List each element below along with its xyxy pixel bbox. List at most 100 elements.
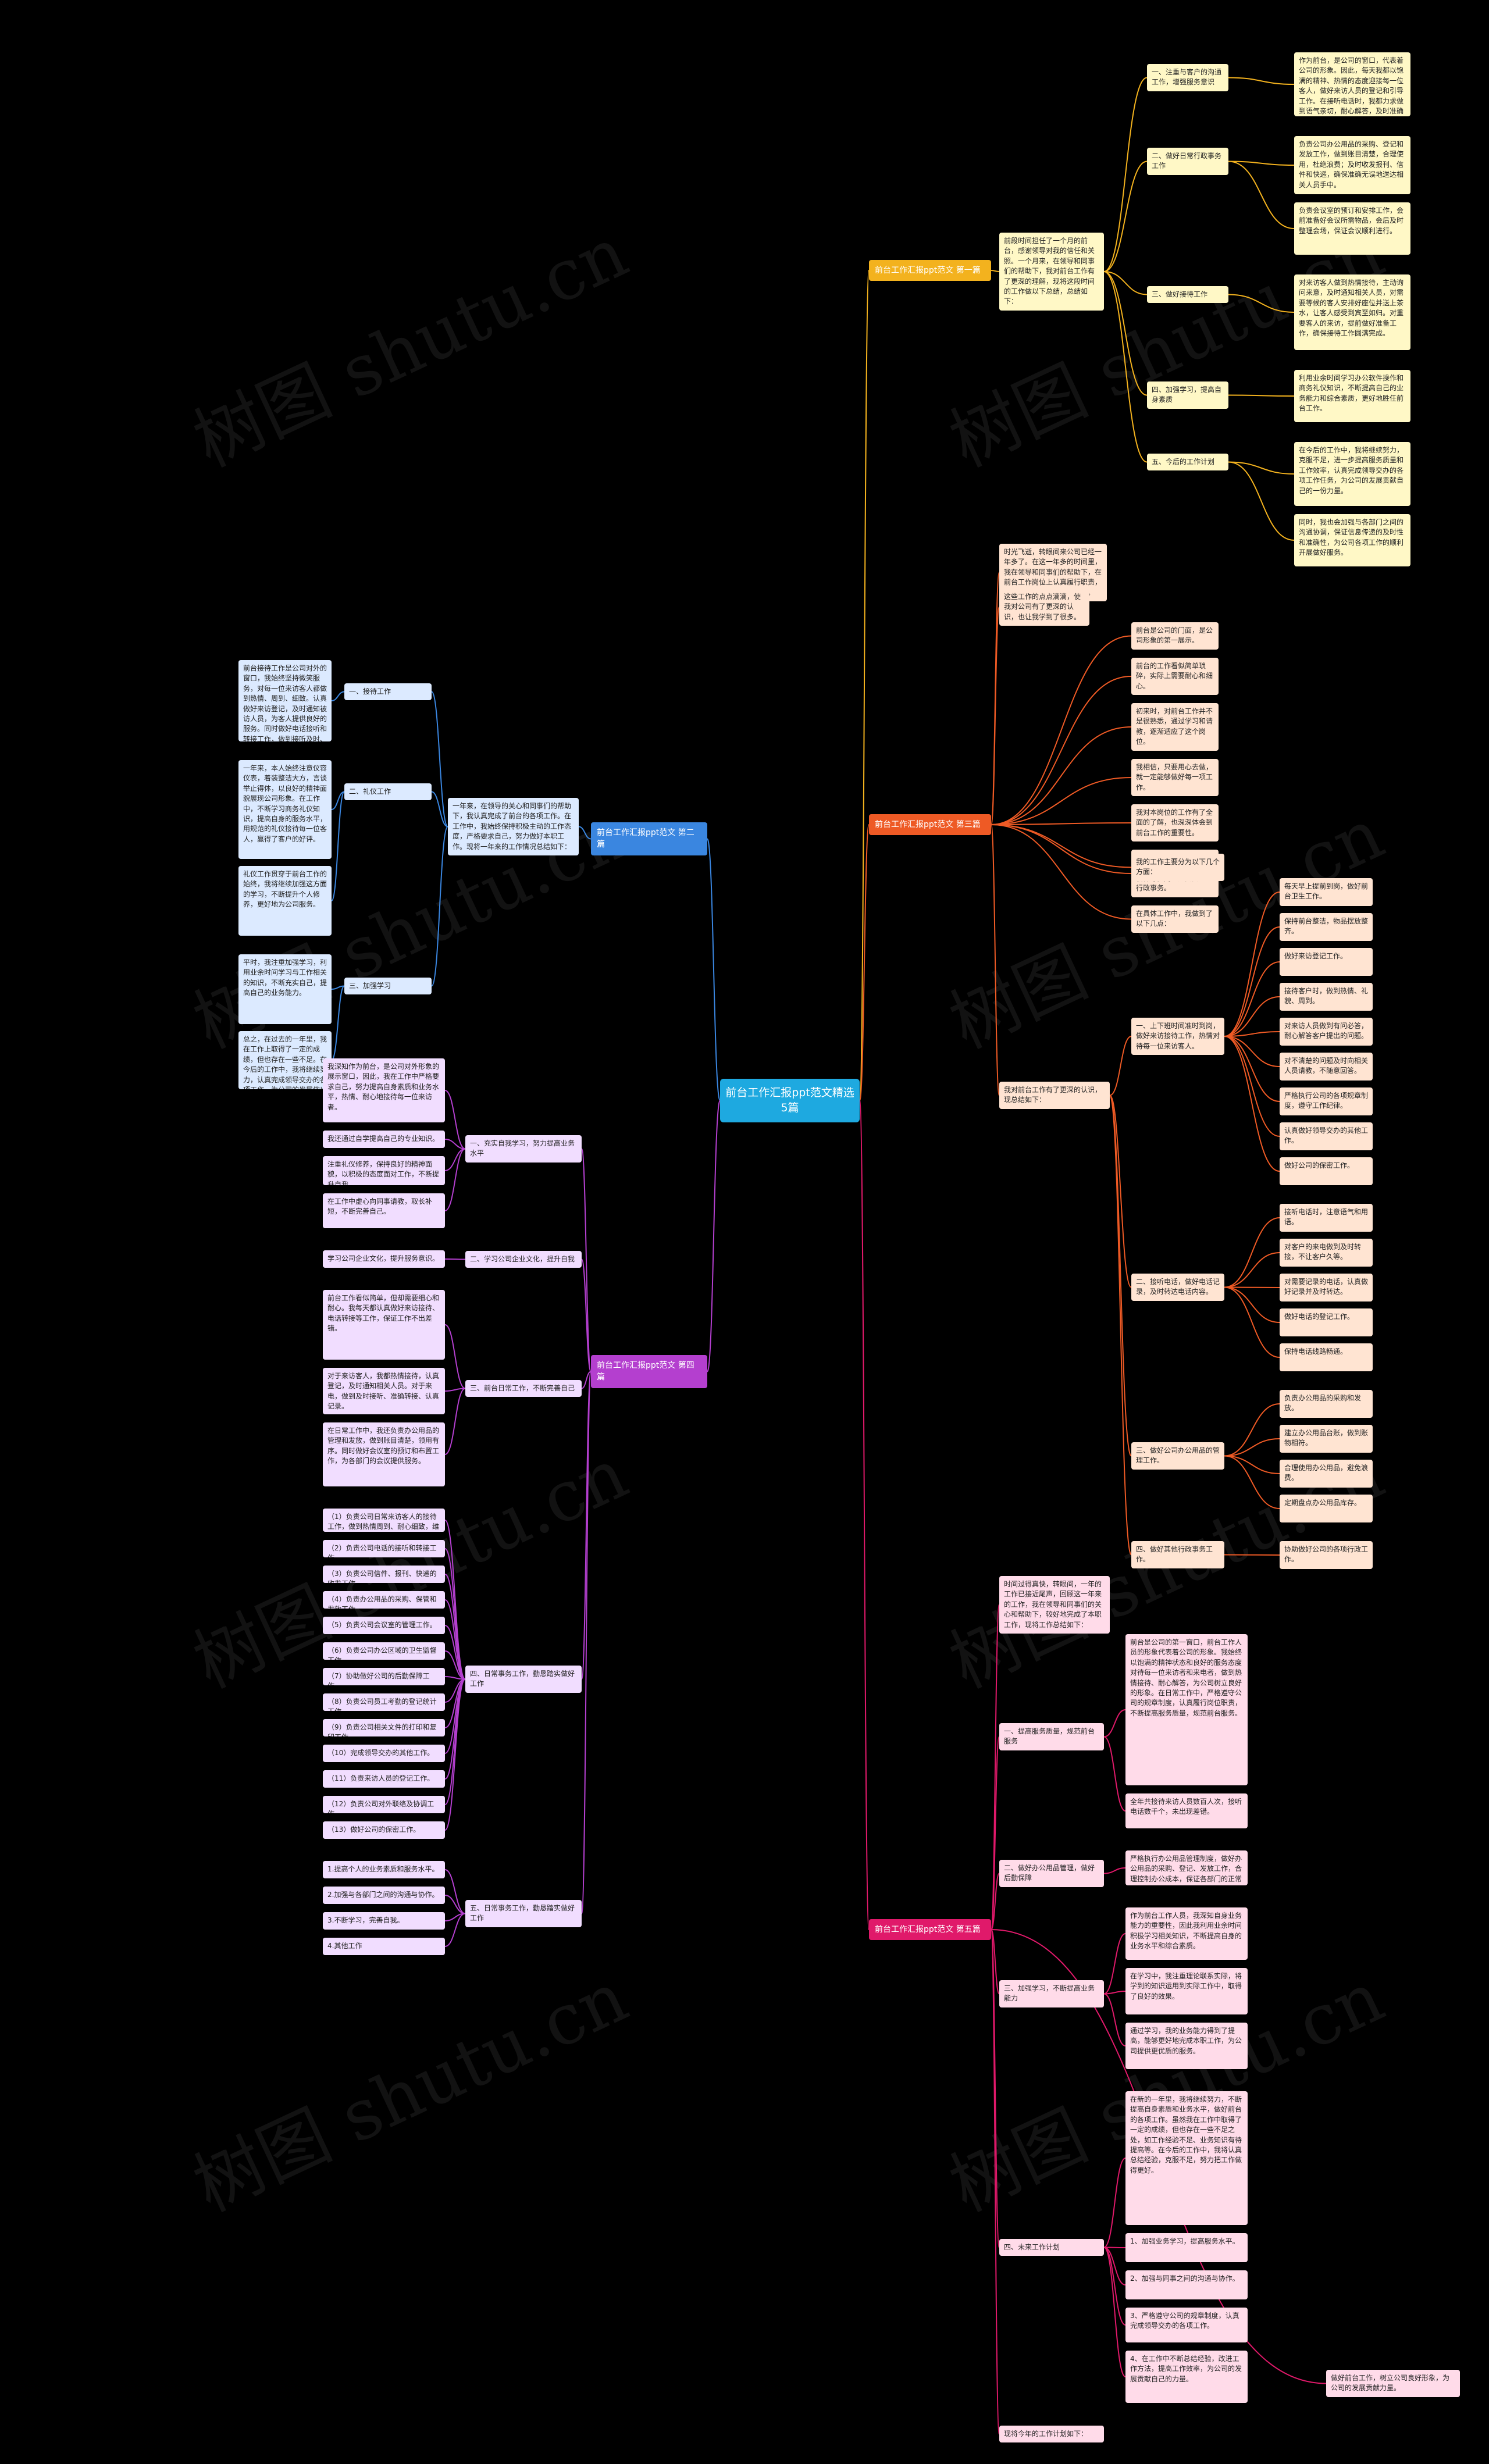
b4-item[interactable]: 学习公司企业文化，提升服务意识。 [323,1250,445,1268]
b4-item[interactable]: 3.不断学习，完善自我。 [323,1912,445,1930]
b3-note[interactable]: 我相信，只要用心去做，就一定能够做好每一项工作。 [1131,759,1219,797]
b2-item[interactable]: 前台接待工作是公司对外的窗口，我始终坚持微笑服务，对每一位来访客人都做到热情、周… [238,660,332,741]
root-topic[interactable]: 前台工作汇报ppt范文精选5篇 [720,1079,860,1123]
b4-item[interactable]: （10）完成领导交办的其他工作。 [323,1745,445,1762]
b1-section-3[interactable]: 三、做好接待工作 [1147,286,1228,304]
b1-section-2[interactable]: 二、做好日常行政事务工作 [1147,148,1228,175]
branch-4[interactable]: 前台工作汇报ppt范文 第四篇 [591,1355,707,1388]
b2-section-1[interactable]: 一、接待工作 [344,683,432,701]
b3-item[interactable]: 对来访人员做到有问必答，耐心解答客户提出的问题。 [1280,1018,1373,1046]
b4-item[interactable]: 在日常工作中，我还负责办公用品的管理和发放，做到账目清楚，领用有序。同时做好会议… [323,1422,445,1486]
b4-item[interactable]: （11）负责来访人员的登记工作。 [323,1770,445,1788]
b4-item[interactable]: （2）负责公司电话的接听和转接工作。 [323,1540,445,1557]
b3-item[interactable]: 接待客户时，做到热情、礼貌、周到。 [1280,983,1373,1011]
b3-item[interactable]: 定期盘点办公用品库存。 [1280,1495,1373,1522]
b3-item[interactable]: 严格执行公司的各项规章制度，遵守工作纪律。 [1280,1087,1373,1115]
b1-section-4[interactable]: 四、加强学习，提高自身素质 [1147,381,1228,409]
b4-section-2[interactable]: 二、学习公司企业文化，提升自我 [465,1251,582,1268]
b3-sub-label[interactable]: 我的工作主要分为以下几个方面： [1131,854,1224,881]
b4-section-4[interactable]: 四、日常事务工作，勤恳踏实做好工作 [465,1666,582,1693]
b4-section-1[interactable]: 一、充实自我学习，努力提高业务水平 [465,1135,582,1163]
b3-group-4[interactable]: 四、做好其他行政事务工作。 [1131,1541,1224,1568]
b2-item[interactable]: 总之，在过去的一年里，我在工作上取得了一定的成绩，但也存在一些不足。在今后的工作… [238,1031,332,1089]
branch-2[interactable]: 前台工作汇报ppt范文 第二篇 [591,822,707,855]
b5-item[interactable]: 通过学习，我的业务能力得到了提高，能够更好地完成本职工作，为公司提供更优质的服务… [1125,2023,1248,2069]
b4-item[interactable]: 我还通过自学提高自己的专业知识。 [323,1131,445,1148]
b4-item[interactable]: 前台工作看似简单，但却需要细心和耐心。我每天都认真做好来访接待、电话转接等工作，… [323,1290,445,1360]
b1-intro[interactable]: 前段时间担任了一个月的前台，感谢领导对我的信任和关照。一个月来，在领导和同事们的… [999,233,1104,311]
b3-item[interactable]: 保持前台整洁，物品摆放整齐。 [1280,913,1373,941]
b3-item[interactable]: 对需要记录的电话，认真做好记录并及时转达。 [1280,1274,1373,1301]
b1-item[interactable]: 负责公司办公用品的采购、登记和发放工作，做到账目清楚，合理使用，杜绝浪费；及时收… [1294,136,1410,194]
b4-item[interactable]: 1.提高个人的业务素质和服务水平。 [323,1861,445,1878]
b2-section-2[interactable]: 二、礼仪工作 [344,783,432,801]
b3-item[interactable]: 对不清楚的问题及时向相关人员请教，不随意回答。 [1280,1053,1373,1081]
b3-note[interactable]: 在具体工作中，我做到了以下几点： [1131,905,1219,933]
b2-item[interactable]: 礼仪工作贯穿于前台工作的始终，我将继续加强这方面的学习，不断提升个人修养，更好地… [238,866,332,936]
b3-intro-2[interactable]: 这些工作的点点滴滴，使我对公司有了更深的认识，也让我学到了很多。 [999,589,1089,626]
branch-5[interactable]: 前台工作汇报ppt范文 第五篇 [869,1919,991,1941]
b5-item[interactable]: 3、严格遵守公司的规章制度，认真完成领导交办的各项工作。 [1125,2308,1248,2342]
b3-item[interactable]: 保持电话线路畅通。 [1280,1343,1373,1371]
b3-item[interactable]: 合理使用办公用品，避免浪费。 [1280,1460,1373,1488]
b5-item[interactable]: 在新的一年里，我将继续努力，不断提高自身素质和业务水平，做好前台的各项工作。虽然… [1125,2091,1248,2225]
b3-item[interactable]: 负责办公用品的采购和发放。 [1280,1390,1373,1418]
b5-item[interactable]: 4、在工作中不断总结经验，改进工作方法，提高工作效率，为公司的发展贡献自己的力量… [1125,2351,1248,2403]
b4-item[interactable]: （3）负责公司信件、报刊、快递的收发工作。 [323,1566,445,1583]
b4-item[interactable]: （1）负责公司日常来访客人的接待工作，做到热情周到、耐心细致，维护公司良好形象。 [323,1509,445,1532]
b1-section-5[interactable]: 五、今后的工作计划 [1147,454,1228,471]
b4-item[interactable]: （8）负责公司员工考勤的登记统计工作。 [323,1693,445,1711]
b5-item[interactable]: 在学习中，我注重理论联系实际，将学到的知识运用到实际工作中，取得了良好的效果。 [1125,1968,1248,2014]
b3-item[interactable]: 做好电话的登记工作。 [1280,1308,1373,1336]
b1-item[interactable]: 对来访客人做到热情接待，主动询问来意，及时通知相关人员，对需要等候的客人安排好座… [1294,274,1410,350]
b4-item[interactable]: 2.加强与各部门之间的沟通与协作。 [323,1887,445,1904]
b5-item[interactable]: 1、加强业务学习，提高服务水平。 [1125,2233,1248,2262]
b4-item[interactable]: 对于来访客人，我都热情接待，认真登记，及时通知相关人员。对于来电，做到及时接听、… [323,1368,445,1414]
b4-item[interactable]: （5）负责公司会议室的管理工作。 [323,1617,445,1634]
b1-item[interactable]: 在今后的工作中，我将继续努力，克服不足，进一步提高服务质量和工作效率，认真完成领… [1294,442,1410,506]
b5-section-3[interactable]: 三、加强学习，不断提高业务能力 [999,1980,1104,2007]
b3-item[interactable]: 认真做好领导交办的其他工作。 [1280,1122,1373,1150]
b5-section-2[interactable]: 二、做好办公用品管理，做好后勤保障 [999,1860,1104,1887]
b5-item[interactable]: 全年共接待来访人员数百人次，接听电话数千个，未出现差错。 [1125,1793,1248,1828]
b5-item[interactable]: 2、加强与同事之间的沟通与协作。 [1125,2270,1248,2299]
b4-item[interactable]: 我深知作为前台，是公司对外形象的展示窗口，因此，我在工作中严格要求自己，努力提高… [323,1058,445,1122]
b4-item[interactable]: （4）负责办公用品的采购、保管和发放工作。 [323,1591,445,1609]
b4-item[interactable]: （7）协助做好公司的后勤保障工作。 [323,1668,445,1685]
b3-summary[interactable]: 我对前台工作有了更深的认识，现总结如下： [999,1082,1110,1109]
b5-item[interactable]: 作为前台工作人员，我深知自身业务能力的重要性，因此我利用业余时间积极学习相关知识… [1125,1907,1248,1960]
branch-1[interactable]: 前台工作汇报ppt范文 第一篇 [869,260,991,281]
b2-item[interactable]: 平时，我注重加强学习，利用业余时间学习与工作相关的知识，不断充实自己，提高自己的… [238,954,332,1024]
b2-item[interactable]: 一年来，本人始终注意仪容仪表，着装整洁大方，言谈举止得体，以良好的精神面貌展现公… [238,760,332,859]
b3-item[interactable]: 建立办公用品台账，做到账物相符。 [1280,1425,1373,1453]
b4-item[interactable]: 在工作中虚心向同事请教，取长补短，不断完善自己。 [323,1193,445,1228]
b5-section-4[interactable]: 四、未来工作计划 [999,2239,1104,2256]
b1-item[interactable]: 负责会议室的预订和安排工作，会前准备好会议所需物品，会后及时整理会场，保证会议顺… [1294,202,1410,255]
b5-intro[interactable]: 时间过得真快，转眼间，一年的工作已接近尾声，回顾这一年来的工作，我在领导和同事们… [999,1576,1110,1634]
b3-item[interactable]: 每天早上提前到岗，做好前台卫生工作。 [1280,878,1373,906]
b4-item[interactable]: （9）负责公司相关文件的打印和复印工作。 [323,1719,445,1736]
b3-item[interactable]: 接听电话时，注意语气和用语。 [1280,1204,1373,1232]
b3-note[interactable]: 我对本岗位的工作有了全面的了解，也深深体会到前台工作的重要性。 [1131,804,1219,842]
b3-group-3[interactable]: 三、做好公司办公用品的管理工作。 [1131,1442,1224,1470]
b3-item[interactable]: 协助做好公司的各项行政工作。 [1280,1541,1373,1569]
b3-note[interactable]: 前台是公司的门面，是公司形象的第一展示。 [1131,622,1219,650]
b4-section-3[interactable]: 三、前台日常工作，不断完善自己 [465,1380,582,1397]
b5-tail[interactable]: 做好前台工作，树立公司良好形象，为公司的发展贡献力量。 [1326,2370,1460,2397]
b5-item[interactable]: 前台是公司的第一窗口，前台工作人员的形象代表着公司的形象。我始终以饱满的精神状态… [1125,1634,1248,1785]
b4-item[interactable]: （12）负责公司对外联络及协调工作。 [323,1796,445,1813]
b3-group-2[interactable]: 二、接听电话，做好电话记录，及时转达电话内容。 [1131,1274,1224,1301]
b3-group-1[interactable]: 一、上下班时间准时到岗，做好来访接待工作，热情对待每一位来访客人。 [1131,1018,1224,1056]
b5-item[interactable]: 严格执行办公用品管理制度，做好办公用品的采购、登记、发放工作，合理控制办公成本，… [1125,1850,1248,1885]
b3-item[interactable]: 做好来访登记工作。 [1280,948,1373,976]
b4-item[interactable]: （6）负责公司办公区域的卫生监督工作。 [323,1642,445,1660]
branch-3[interactable]: 前台工作汇报ppt范文 第三篇 [869,814,991,836]
b3-note[interactable]: 初来时，对前台工作并不是很熟悉，通过学习和请教，逐渐适应了这个岗位。 [1131,703,1219,751]
b3-item[interactable]: 做好公司的保密工作。 [1280,1157,1373,1185]
b1-item[interactable]: 同时，我也会加强与各部门之间的沟通协调，保证信息传递的及时性和准确性，为公司各项… [1294,514,1410,566]
b1-section-1[interactable]: 一、注重与客户的沟通工作，增强服务意识 [1147,64,1228,91]
b5-section-5[interactable]: 现将今年的工作计划如下： [999,2426,1104,2443]
b3-item[interactable]: 对客户的来电做到及时转接，不让客户久等。 [1280,1239,1373,1267]
b4-section-5[interactable]: 五、日常事务工作，勤恳踏实做好工作 [465,1900,582,1927]
b5-section-1[interactable]: 一、提高服务质量，规范前台服务 [999,1723,1104,1750]
